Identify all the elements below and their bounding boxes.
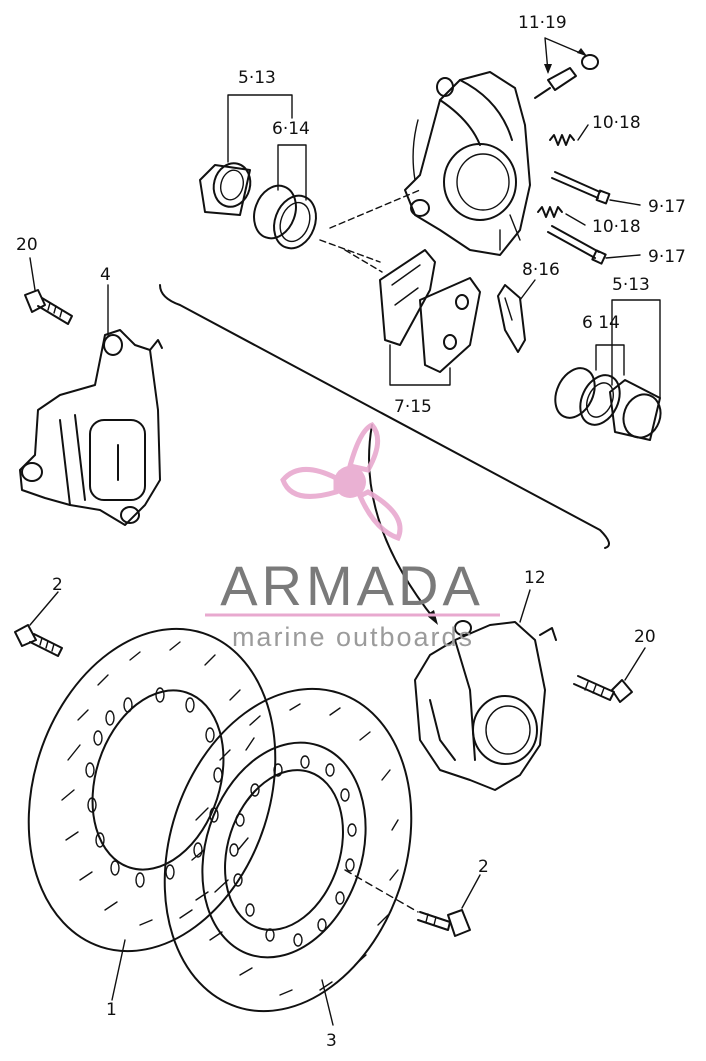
callout-5-13-top: 5·13: [238, 68, 276, 88]
callout-5-13-right: 5·13: [612, 275, 650, 295]
leader-9-17b: [605, 254, 641, 259]
brake-disc-left: [27, 627, 277, 953]
callout-9-17-a: 9·17: [648, 197, 686, 217]
callout-4: 4: [100, 265, 111, 285]
axis-line-top: [319, 189, 421, 263]
seals-top: [253, 184, 317, 250]
leader-2-bottom: [461, 874, 481, 909]
piston-right: [609, 379, 662, 441]
leader-8-16: [519, 279, 536, 301]
callout-10-18-a: 10·18: [592, 113, 641, 133]
arrow-11-19b: [577, 48, 587, 56]
piston-top: [199, 162, 252, 216]
leader-3: [321, 979, 334, 1026]
callout-11-19: 11·19: [518, 13, 567, 33]
leader-5-13-top: [227, 94, 293, 163]
leader-20-left: [29, 257, 36, 291]
callout-12: 12: [524, 568, 546, 588]
callout-3: 3: [326, 1031, 337, 1051]
callout-6-14-top: 6·14: [272, 119, 310, 139]
leader-5-13-right: [611, 299, 661, 399]
brake-disc-right: [163, 687, 413, 1013]
watermark-tagline: marine outboards: [232, 622, 474, 652]
pad-spring: [497, 284, 526, 353]
leader-10-18b: [565, 213, 586, 226]
callout-20-left: 20: [16, 235, 38, 255]
caliper-left: [19, 329, 163, 526]
leader-20-right: [624, 647, 646, 681]
leader-1: [111, 939, 126, 1001]
caliper-top: [404, 71, 531, 256]
pin-upper: [551, 171, 611, 205]
callout-2-top: 2: [52, 575, 63, 595]
leader-6-14-right: [595, 344, 625, 376]
group-bracket: [159, 284, 610, 549]
bolt-2-bottom: [417, 909, 471, 937]
brake-pads: [379, 249, 481, 373]
callout-6-14-right: 6 14: [582, 313, 620, 333]
callout-7-15: 7·15: [394, 397, 432, 417]
callout-10-18-b: 10·18: [592, 217, 641, 237]
callout-20-right: 20: [634, 627, 656, 647]
spring-upper: [549, 134, 575, 146]
axis-line-pads: [344, 249, 383, 273]
bolt-right: [573, 675, 633, 703]
seals-right: [554, 367, 621, 426]
leader-10-18a: [577, 124, 589, 141]
callout-9-17-b: 9·17: [648, 247, 686, 267]
leader-6-14-top: [277, 144, 307, 201]
leader-11-19: [544, 37, 586, 73]
watermark-brand: ARMADA: [220, 554, 484, 617]
arrow-11-19a: [544, 64, 552, 74]
leader-2-top: [29, 591, 59, 626]
leader-7-15: [389, 344, 451, 386]
leader-9-17a: [609, 199, 641, 206]
bleeder-screw: [534, 54, 599, 99]
callout-2-bottom: 2: [478, 857, 489, 877]
bolt-2-top: [14, 624, 63, 657]
leader-12: [519, 589, 531, 623]
bolt-left: [24, 289, 73, 325]
axis-line-disc: [344, 869, 419, 913]
caliper-right: [414, 620, 557, 791]
callout-8-16: 8·16: [522, 260, 560, 280]
pin-lower: [547, 225, 607, 265]
callout-1: 1: [106, 1000, 117, 1020]
assembly-arrow: [368, 424, 436, 621]
armada-logo: [280, 421, 403, 542]
spring-lower: [537, 206, 563, 218]
